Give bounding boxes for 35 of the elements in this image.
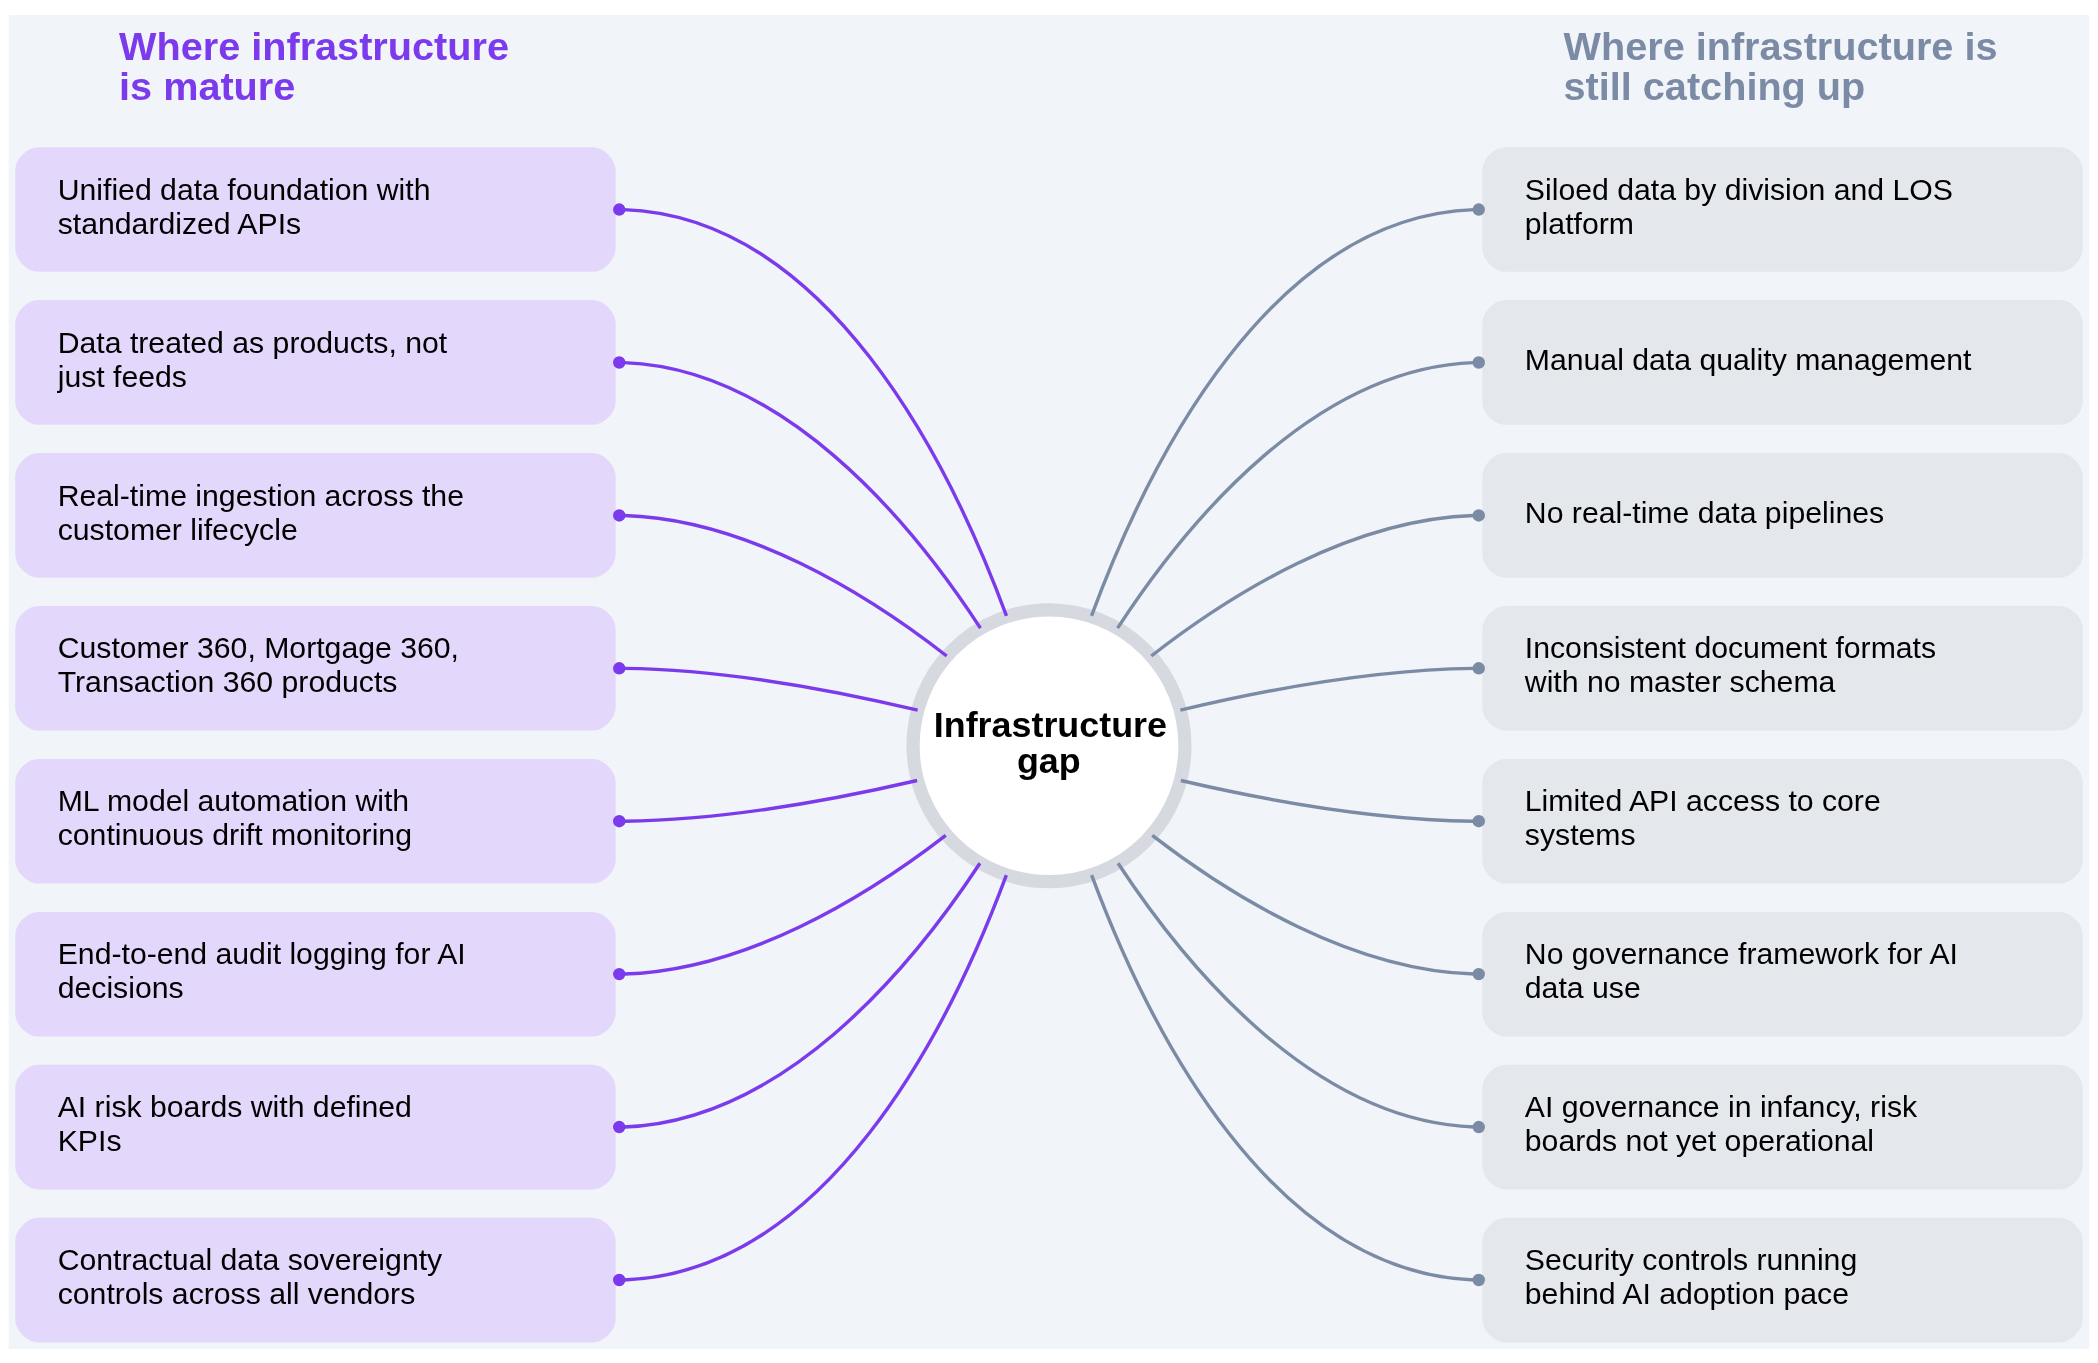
connector xyxy=(613,355,982,629)
node-box: Limited API access to core systems xyxy=(1482,758,2083,884)
node-box: Customer 360, Mortgage 360, Transaction 360 products xyxy=(15,605,616,731)
node-box: Inconsistent document formats with no master schema xyxy=(1482,605,2083,731)
connector xyxy=(613,661,919,712)
node-box: ML model automation with continuous drift monitoring xyxy=(15,758,616,884)
connector xyxy=(613,861,982,1133)
connector xyxy=(613,202,1009,617)
node-box: Unified data foundation with standardized APIs xyxy=(15,146,616,272)
connector xyxy=(1116,355,1485,629)
connector xyxy=(1179,661,1485,712)
node-box: Contractual data sovereignty controls across all vendors xyxy=(15,1217,616,1342)
node-box: Siloed data by division and LOS platform xyxy=(1482,146,2083,272)
connector xyxy=(613,873,1008,1286)
node-box: End-to-end audit logging for AI decisions xyxy=(15,911,616,1036)
label: Where infrastructure is mature xyxy=(119,23,509,108)
node-box: AI governance in infancy, risk boards not yet operational xyxy=(1482,1064,2083,1189)
connector xyxy=(613,508,948,657)
connector xyxy=(1180,778,1485,827)
connector xyxy=(1116,861,1485,1133)
node-box: Manual data quality management xyxy=(1482,299,2083,425)
connector xyxy=(613,833,947,980)
node-box: Security controls running behind AI adoption pace xyxy=(1482,1217,2083,1342)
node-box: No governance framework for AI data use xyxy=(1482,911,2083,1036)
connector xyxy=(1151,833,1485,980)
connector xyxy=(1090,873,1485,1286)
connector xyxy=(1150,508,1485,657)
node-box: No real-time data pipelines xyxy=(1482,452,2083,578)
node-box: Real-time ingestion across the customer lifecycle xyxy=(15,452,616,578)
connector xyxy=(1089,202,1485,617)
node-box: AI risk boards with defined KPIs xyxy=(15,1064,616,1189)
label: Where infrastructure is still catching up xyxy=(1563,23,1998,108)
connector xyxy=(613,778,918,827)
node-circle: Infrastructure gap xyxy=(906,602,1192,888)
node-box: Data treated as products, not just feeds xyxy=(15,299,616,425)
